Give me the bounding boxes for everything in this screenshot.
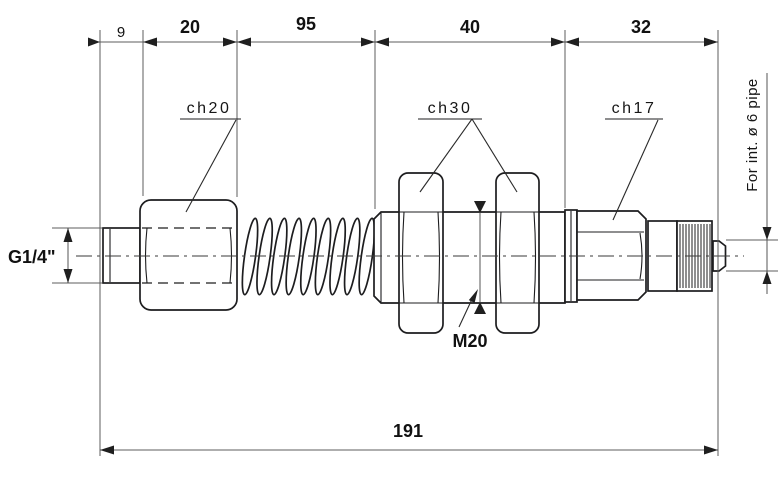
port-thread-label: G1/4" xyxy=(8,247,56,267)
callout-ch20: ch20 xyxy=(180,100,241,213)
dim-label-32: 32 xyxy=(631,17,651,37)
callout-ch17: ch17 xyxy=(605,100,663,221)
callout-ch17-label: ch17 xyxy=(612,100,657,117)
body-thread-label: M20 xyxy=(452,331,487,351)
dim-label-95: 95 xyxy=(296,14,316,34)
pipe-note-label: For int. ø 6 pipe xyxy=(744,78,761,192)
callout-ch30-label: ch30 xyxy=(428,100,473,117)
dim-label-20: 20 xyxy=(180,17,200,37)
extension-lines xyxy=(99,30,719,456)
part-geometry xyxy=(76,172,744,334)
callout-ch30: ch30 xyxy=(418,100,518,193)
overall-length-dimension: 191 xyxy=(100,421,718,455)
hex-nut-ch30-left xyxy=(398,172,444,334)
dim-label-9: 9 xyxy=(117,24,125,41)
hex-ch20 xyxy=(139,199,238,311)
pipe-note-dimension: For int. ø 6 pipe xyxy=(726,73,778,294)
callout-ch20-label: ch20 xyxy=(187,100,232,117)
hex-nut-ch30-right xyxy=(495,172,540,334)
body-thread-dimension: M20 xyxy=(452,201,488,351)
port-thread-dimension: G1/4" xyxy=(8,227,102,284)
dim-label-40: 40 xyxy=(460,17,480,37)
dim-label-191: 191 xyxy=(393,421,423,441)
top-dimension-chain: 9 20 95 40 32 xyxy=(88,14,718,47)
